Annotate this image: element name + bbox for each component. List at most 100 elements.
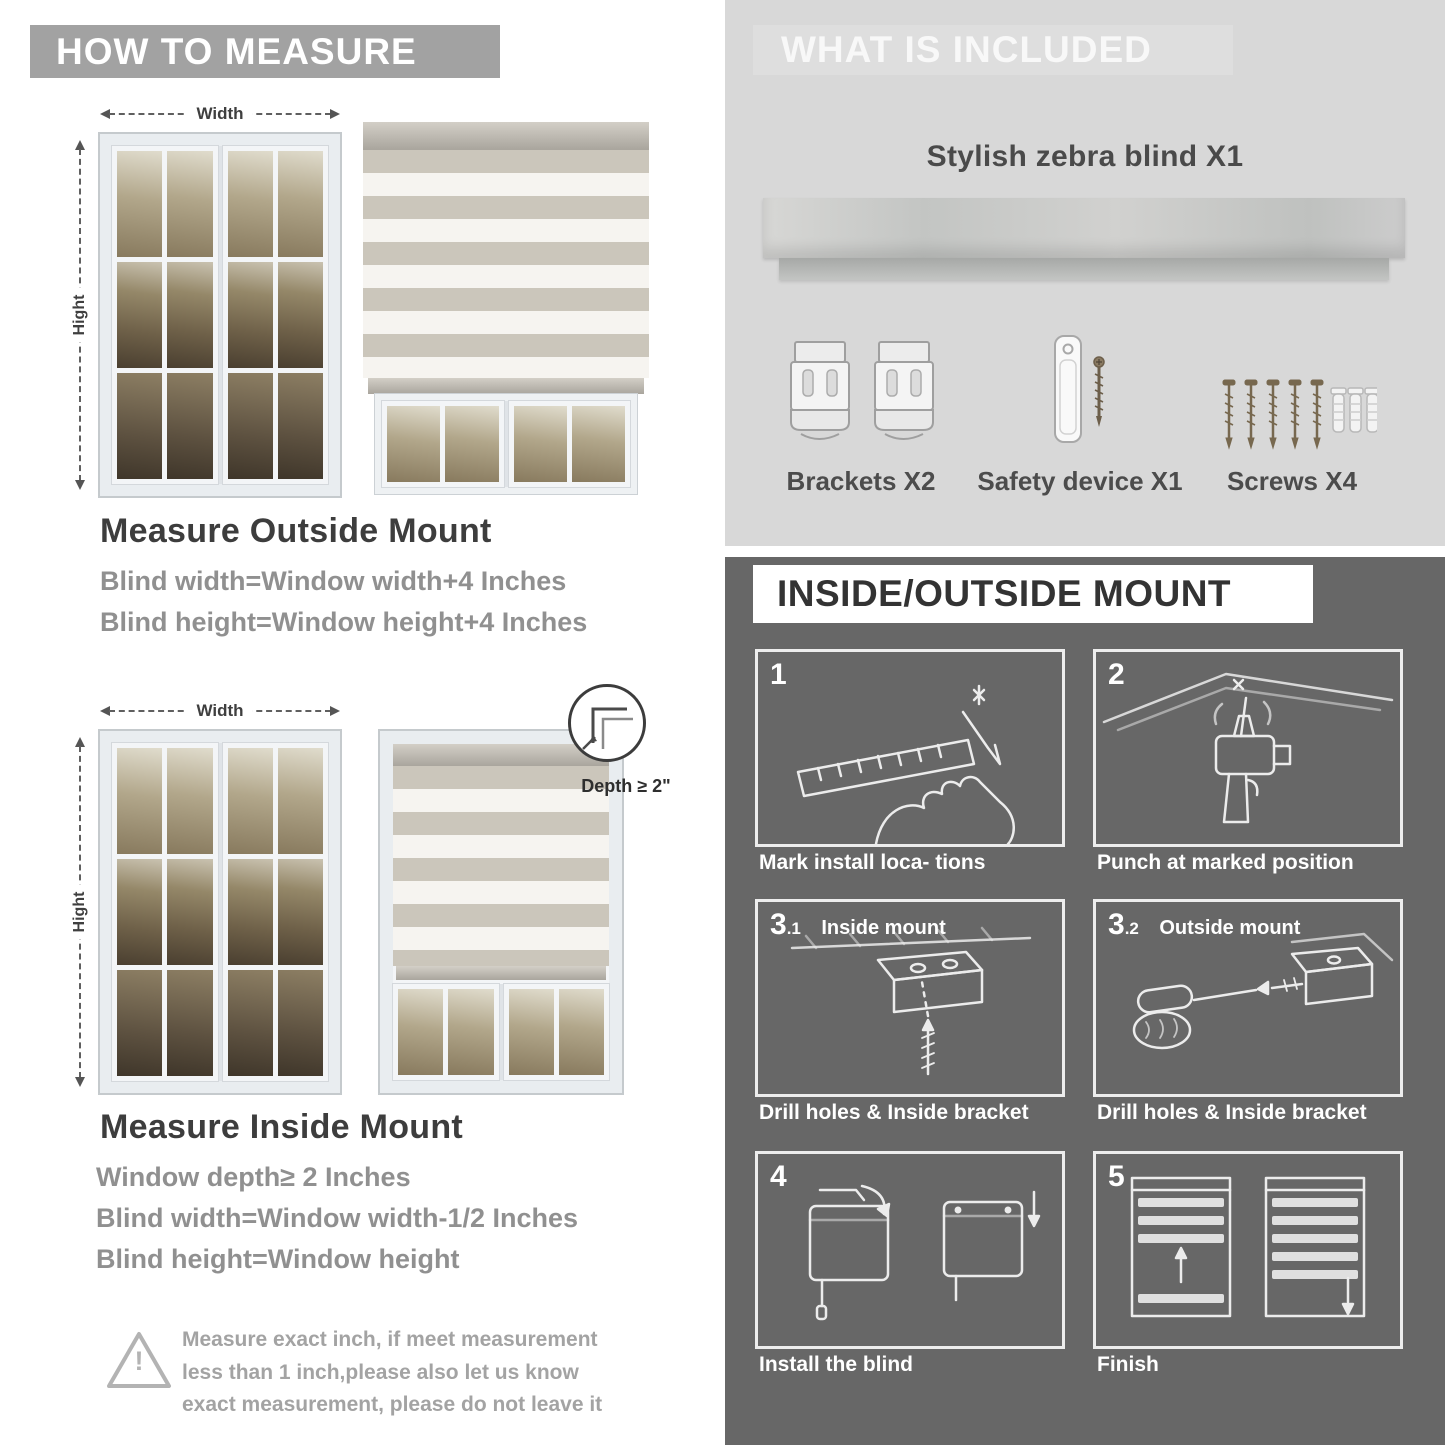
window-illustration-inside xyxy=(98,729,342,1095)
window-sashes xyxy=(381,400,631,488)
step-panel-3-1: 3.1 Inside mount xyxy=(755,899,1065,1097)
step-number-row: 4 xyxy=(770,1160,803,1194)
window-pane xyxy=(448,989,494,1075)
window-pane xyxy=(445,406,499,482)
step-caption-3-1: Drill holes & Inside bracket xyxy=(759,1101,1029,1124)
window-sash xyxy=(392,983,500,1081)
step-label: Outside mount xyxy=(1159,917,1301,939)
window-pane xyxy=(508,989,554,1075)
window-pane xyxy=(227,151,273,257)
step-number-row: 3.1 Inside mount xyxy=(770,908,946,942)
mount-section-header: INSIDE/OUTSIDE MOUNT xyxy=(753,565,1313,623)
inside-bracket-illustration xyxy=(790,926,1032,1076)
blind-headrail-bar xyxy=(763,198,1405,258)
arrow-left-icon xyxy=(100,109,110,119)
product-name: Stylish zebra blind X1 xyxy=(926,140,1244,173)
drill-illustration xyxy=(1102,672,1394,824)
blind-fabric-roll xyxy=(779,258,1389,280)
arrow-right-icon xyxy=(330,109,340,119)
window-pane xyxy=(277,859,323,965)
window-pane xyxy=(227,859,273,965)
window-pane xyxy=(398,989,444,1075)
step-number-sub: .1 xyxy=(786,919,801,938)
window-sashes xyxy=(111,742,329,1082)
window-pane xyxy=(277,151,323,257)
finished-blind-illustration xyxy=(1130,1176,1366,1318)
warning-triangle-icon xyxy=(107,1332,171,1388)
window-pane xyxy=(167,373,213,479)
safety-device-label: Safety device X1 xyxy=(977,466,1183,496)
brackets-icon xyxy=(790,341,934,440)
window-pane xyxy=(117,748,163,854)
step-number-row: 3.2 Outside mount xyxy=(1108,908,1300,942)
window-sash xyxy=(221,145,329,485)
window-pane xyxy=(558,989,604,1075)
height-dimension-arrow-inside: Hight xyxy=(71,737,89,1087)
arrow-up-icon xyxy=(75,737,85,747)
step-number: 4 xyxy=(770,1160,787,1193)
zebra-blind-outside-mount-illustration xyxy=(363,122,649,495)
brackets-label: Brackets X2 xyxy=(786,466,936,496)
window-pane xyxy=(513,406,567,482)
arrow-down-icon xyxy=(75,1077,85,1087)
step-number: 1 xyxy=(770,658,787,691)
what-is-included-section: WHAT IS INCLUDED Stylish zebra blind X1 xyxy=(725,0,1445,546)
screws-icon xyxy=(1222,379,1377,450)
what-is-included-header: WHAT IS INCLUDED xyxy=(753,25,1233,75)
step-caption-2: Punch at marked position xyxy=(1097,851,1354,874)
blind-bottom-rail xyxy=(396,966,606,980)
step-label: Inside mount xyxy=(821,917,946,939)
step-number-row: 5 xyxy=(1108,1160,1141,1194)
step-number: 5 xyxy=(1108,1160,1125,1193)
blind-headrail xyxy=(393,744,609,766)
step-panel-2: 2 xyxy=(1093,649,1403,847)
window-pane xyxy=(167,262,213,368)
width-dimension-arrow-outside: Width xyxy=(100,104,340,124)
window-sash xyxy=(111,145,219,485)
window-pane xyxy=(117,859,163,965)
arrow-right-icon xyxy=(330,706,340,716)
window-sashes xyxy=(111,145,329,485)
window-pane xyxy=(227,748,273,854)
step-number: 3 xyxy=(770,908,787,941)
height-label: Hight xyxy=(71,884,89,940)
window-pane xyxy=(117,373,163,479)
window-pane xyxy=(167,859,213,965)
step-number: 3 xyxy=(1108,908,1125,941)
outside-mount-rule-width: Blind width=Window width+4 Inches xyxy=(100,566,567,596)
window-illustration-outside xyxy=(98,132,342,498)
window-pane xyxy=(277,262,323,368)
depth-requirement-label: Depth ≥ 2" xyxy=(581,776,671,796)
window-pane xyxy=(571,406,625,482)
step-number-row: 2 xyxy=(1108,658,1141,692)
blind-headrail xyxy=(363,122,649,150)
height-dimension-arrow-outside: Hight xyxy=(71,140,89,490)
outside-bracket-illustration xyxy=(1132,932,1394,1050)
arrow-up-icon xyxy=(75,140,85,150)
window-below-blind xyxy=(374,393,638,495)
outside-mount-title: Measure Outside Mount xyxy=(100,512,492,550)
window-sash xyxy=(502,983,610,1081)
width-dimension-arrow-inside: Width xyxy=(100,701,340,721)
mount-instructions-section: INSIDE/OUTSIDE MOUNT 1 Mark install loca… xyxy=(725,557,1445,1445)
width-label: Width xyxy=(187,701,253,721)
window-opening xyxy=(392,744,610,1081)
arrow-down-icon xyxy=(75,480,85,490)
how-to-measure-section: HOW TO MEASURE Width Hight xyxy=(0,0,710,1445)
window-corner-detail-icon xyxy=(582,707,633,750)
step-panel-5: 5 xyxy=(1093,1151,1403,1349)
width-label: Width xyxy=(187,104,253,124)
window-pane xyxy=(117,151,163,257)
window-pane xyxy=(277,970,323,1076)
step-caption-1: Mark install loca- tions xyxy=(759,851,986,874)
window-pane xyxy=(167,970,213,1076)
screws-label: Screws X4 xyxy=(1226,466,1358,496)
window-pane xyxy=(387,406,441,482)
window-pane xyxy=(167,151,213,257)
window-pane xyxy=(227,262,273,368)
inside-mount-title: Measure Inside Mount xyxy=(100,1108,464,1146)
step-caption-3-2: Drill holes & Inside bracket xyxy=(1097,1101,1367,1124)
warning-text: Measure exact inch, if meet measurement … xyxy=(182,1328,603,1417)
warning-exclamation: ! xyxy=(134,1346,144,1376)
